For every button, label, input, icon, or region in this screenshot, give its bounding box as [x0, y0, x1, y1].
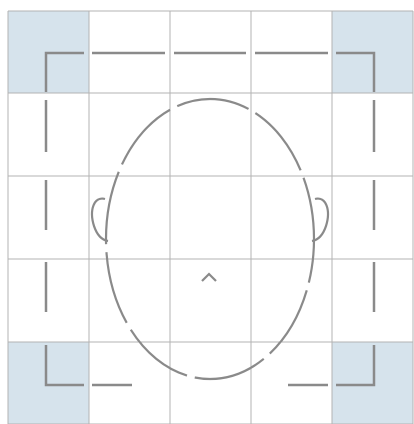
face-outline-icon [92, 99, 328, 379]
head-outline [106, 99, 314, 379]
nose-icon [202, 274, 216, 281]
highlight-cell [8, 342, 89, 424]
framing-guide [46, 53, 374, 385]
corner-highlight-cells [8, 11, 413, 424]
highlight-cell [332, 342, 413, 424]
